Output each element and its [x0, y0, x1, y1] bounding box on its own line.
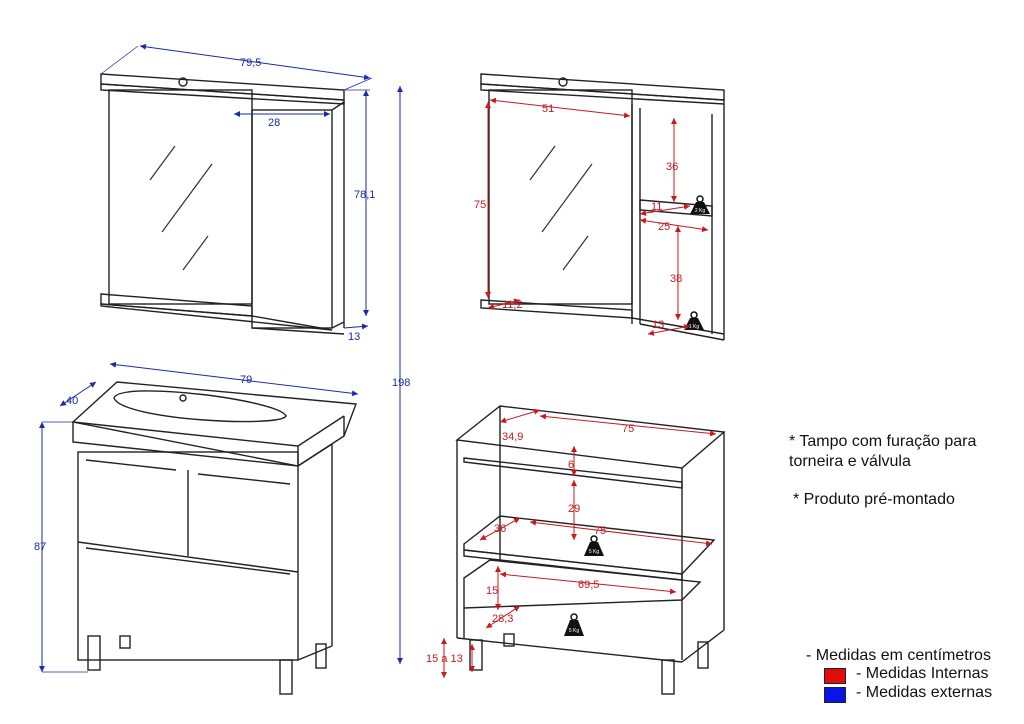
legend-external-label: - Medidas externas: [856, 684, 993, 701]
svg-text:5 Kg: 5 Kg: [569, 628, 580, 634]
dim-mirror-inner-height: 75: [474, 199, 486, 211]
dim-mirror-depth: 13: [348, 331, 360, 343]
dim-shelf-width: 25: [658, 221, 670, 233]
internal-dimension-labels: 51 75 36 11 25 38 11,2 13 75 34,9 6 29 3…: [426, 103, 682, 665]
dim-cab-top-depth: 34,9: [502, 431, 523, 443]
dim-drawer-width: 69,5: [578, 579, 599, 591]
dim-mirror-door-width: 28: [268, 117, 280, 129]
note-faucet-valve: torneira e válvula: [789, 453, 911, 470]
legend-title: - Medidas em centímetros: [806, 647, 991, 664]
weight-icon-cabinet-drawer: 5 Kg: [564, 613, 584, 636]
dim-mirror-height: 78,1: [354, 189, 375, 201]
svg-text:1 Kg: 1 Kg: [689, 324, 700, 330]
legend-internal-label: - Medidas Internas: [856, 665, 989, 682]
dim-shelf-lower-height: 38: [670, 273, 682, 285]
dim-cab-mid-height: 29: [568, 503, 580, 515]
weight-icon-cabinet-shelf: 5 Kg: [584, 535, 604, 556]
dim-cab-shelf-depth: 36: [494, 523, 506, 535]
note-pre-assembled: * Produto pré-montado: [793, 491, 955, 508]
legend-external-swatch: [824, 687, 846, 703]
external-dimensions: [39, 43, 403, 673]
weight-icon-mirror-lower: 1 Kg: [684, 311, 704, 330]
svg-text:2 Kg: 2 Kg: [695, 208, 706, 214]
dim-cabinet-width: 79: [240, 374, 252, 386]
dim-cabinet-depth: 40: [66, 395, 78, 407]
mirror-glare: [149, 145, 213, 271]
dim-total-height: 198: [392, 377, 410, 389]
dim-cab-inner-width: 75: [622, 423, 634, 435]
dim-cabinet-height: 87: [34, 541, 46, 553]
dim-drawer-height: 15: [486, 585, 498, 597]
legend-internal-swatch: [824, 668, 846, 684]
mirror-cabinet-external: [100, 73, 345, 335]
dim-cab-shelf-width: 75: [594, 525, 606, 537]
dim-shelf-upper-height: 36: [666, 161, 678, 173]
dim-mirror-inner-width: 51: [542, 103, 554, 115]
weight-icon-mirror-upper: 2 Kg: [690, 195, 710, 214]
svg-text:5 Kg: 5 Kg: [589, 549, 600, 555]
dim-shelf-depth-lower: 13: [652, 319, 664, 331]
internal-dimensions: [441, 97, 717, 678]
dim-cab-top-gap: 6: [568, 459, 574, 471]
external-dimension-labels: 79,5 28 78,1 13 198 79 40 87: [34, 57, 410, 553]
dim-feet-height: 15 a 13: [426, 653, 463, 665]
dim-drawer-depth: 28,3: [492, 613, 513, 625]
dim-shelf-depth-upper: 11: [651, 201, 662, 213]
bathroom-cabinet-external: [71, 381, 357, 695]
mirror-glare-internal: [529, 145, 593, 271]
dim-mirror-width: 79,5: [240, 57, 261, 69]
note-faucet-holes: * Tampo com furação para: [789, 433, 977, 450]
dim-mirror-bottom-depth: 11,2: [502, 299, 523, 311]
